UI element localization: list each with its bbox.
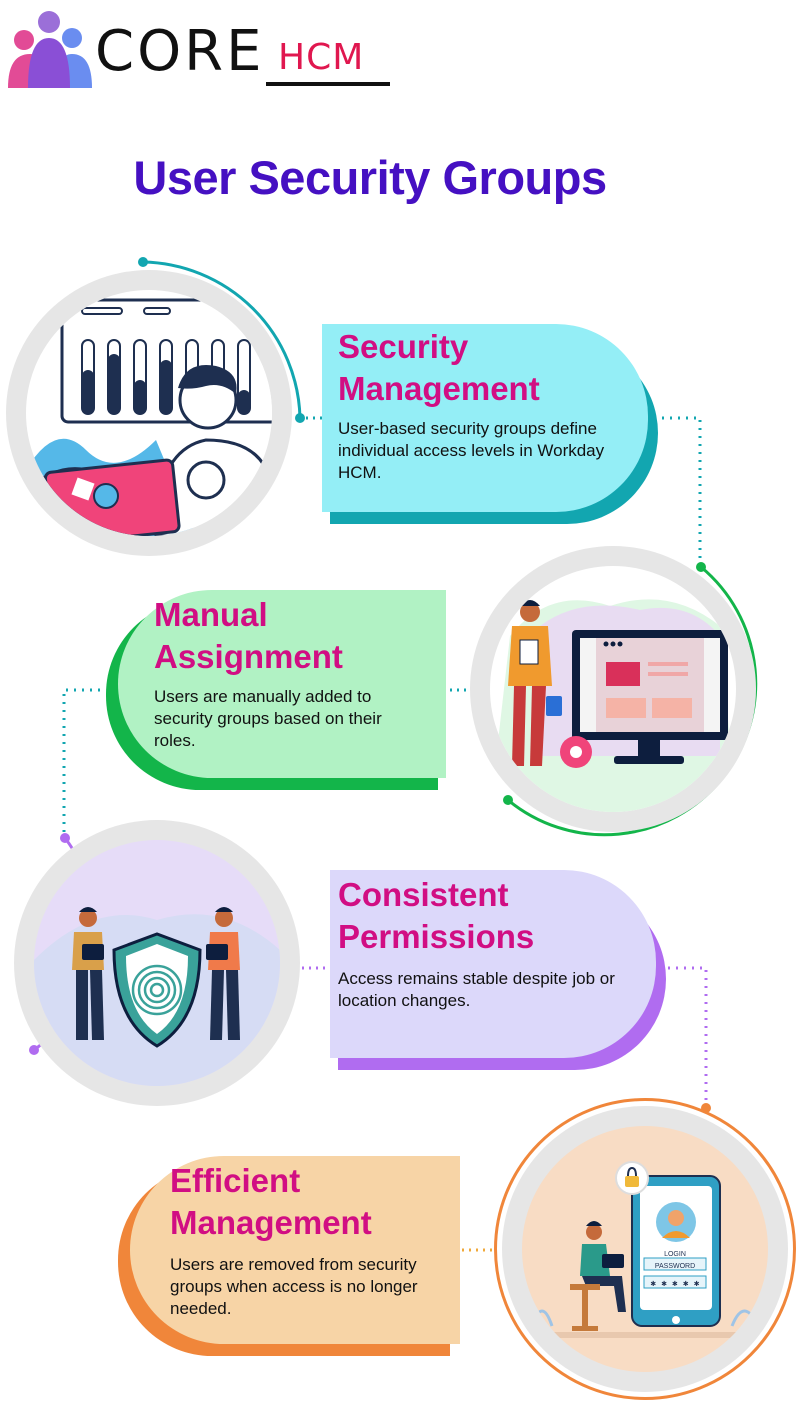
illustration-consistent-permissions: [34, 840, 280, 1086]
brand-name-core: CORE: [95, 19, 265, 84]
illustration-efficient-management: LOGIN PASSWORD ✱ ✱ ✱ ✱ ✱: [522, 1126, 768, 1372]
illustration-manual-assignment: [490, 566, 736, 812]
svg-text:✱ ✱ ✱ ✱ ✱: ✱ ✱ ✱ ✱ ✱: [651, 1279, 700, 1289]
brand-name-hcm: HCM: [278, 37, 365, 78]
orange-ring: [494, 1098, 796, 1400]
illustration-security-dashboard: [26, 290, 272, 536]
brand-logo-icon: [6, 8, 92, 90]
page-title: User Security Groups: [133, 151, 607, 204]
brand-underline: [266, 82, 390, 86]
card-description: Users are manually added to security gro…: [154, 687, 382, 750]
login-label: LOGIN: [664, 1251, 686, 1258]
password-label: PASSWORD: [655, 1263, 695, 1270]
card-description: User-based security groups define indivi…: [338, 419, 605, 482]
card-description: Access remains stable despite job or loc…: [338, 969, 615, 1010]
card-description: Users are removed from security groups w…: [170, 1255, 418, 1318]
